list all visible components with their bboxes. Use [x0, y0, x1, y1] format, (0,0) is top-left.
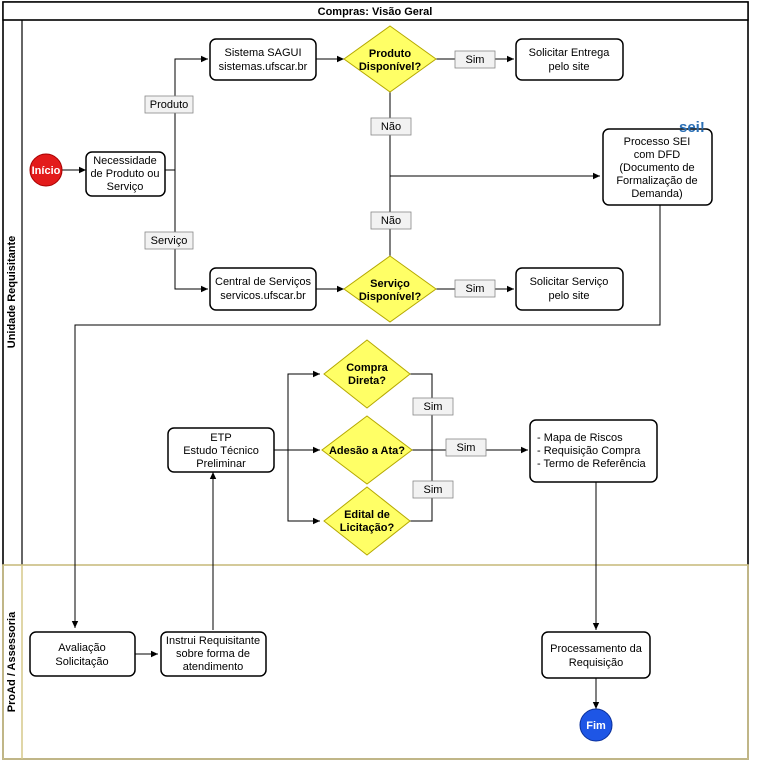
edge-label-sim-edital: Sim: [412, 480, 454, 499]
svg-text:Sistema SAGUI: Sistema SAGUI: [224, 47, 301, 59]
node-instrui: Instrui Requisitante sobre forma de aten…: [160, 631, 267, 677]
lane-proad: [2, 564, 749, 760]
edge-label-nao-servico: Não: [370, 211, 412, 230]
svg-text:- Requisição Compra: - Requisição Compra: [537, 445, 641, 457]
svg-text:de Produto ou: de Produto ou: [90, 168, 159, 180]
svg-text:Serviço: Serviço: [370, 278, 410, 290]
svg-text:Instrui Requisitante: Instrui Requisitante: [166, 635, 260, 647]
node-solicitar-entrega: Solicitar Entrega pelo site: [515, 38, 624, 81]
edge-label-sim-servico: Sim: [454, 279, 496, 298]
node-documentos: - Mapa de Riscos - Requisição Compra - T…: [529, 419, 658, 483]
node-processo-sei: Processo SEI com DFD (Documento de Forma…: [602, 128, 713, 206]
svg-text:sei!: sei!: [679, 119, 705, 136]
svg-text:pelo site: pelo site: [549, 290, 590, 302]
svg-text:Direta?: Direta?: [348, 375, 386, 387]
edge-label-sim-produto: Sim: [454, 50, 496, 69]
svg-text:Serviço: Serviço: [151, 235, 188, 247]
svg-text:Sim: Sim: [466, 54, 485, 66]
svg-text:Central de Serviços: Central de Serviços: [215, 276, 311, 288]
svg-text:Não: Não: [381, 121, 401, 133]
node-etp: ETP Estudo Técnico Preliminar: [167, 427, 275, 473]
node-necessidade: Necessidade de Produto ou Serviço: [85, 151, 166, 197]
svg-text:Solicitação: Solicitação: [55, 656, 108, 668]
start-node: Início: [29, 153, 63, 187]
svg-text:Início: Início: [32, 165, 61, 177]
svg-text:Serviço: Serviço: [107, 181, 144, 193]
svg-text:Disponível?: Disponível?: [359, 61, 422, 73]
svg-text:Sim: Sim: [424, 484, 443, 496]
svg-text:Requisição: Requisição: [569, 657, 623, 669]
svg-text:Compra: Compra: [346, 362, 388, 374]
svg-text:Disponível?: Disponível?: [359, 291, 422, 303]
lane-proad-label: ProAd / Assessoria: [6, 611, 18, 712]
node-solicitar-servico: Solicitar Serviço pelo site: [515, 267, 624, 311]
svg-text:com DFD: com DFD: [634, 149, 681, 161]
node-central-servicos: Central de Serviços servicos.ufscar.br: [209, 267, 317, 311]
svg-text:Sim: Sim: [424, 401, 443, 413]
svg-text:atendimento: atendimento: [183, 661, 244, 673]
edge-label-servico: Serviço: [144, 231, 194, 250]
svg-text:Avaliação: Avaliação: [58, 642, 106, 654]
decision-servico-disponivel: Serviço Disponível?: [343, 255, 437, 323]
svg-text:- Termo de Referência: - Termo de Referência: [537, 458, 647, 470]
svg-text:Preliminar: Preliminar: [196, 458, 246, 470]
svg-text:servicos.ufscar.br: servicos.ufscar.br: [220, 290, 306, 302]
svg-text:Estudo Técnico: Estudo Técnico: [183, 445, 259, 457]
svg-text:Processo SEI: Processo SEI: [624, 136, 691, 148]
svg-text:Produto: Produto: [369, 48, 411, 60]
svg-text:ETP: ETP: [210, 432, 231, 444]
decision-edital-licitacao: Edital de Licitação?: [323, 486, 411, 556]
lane-requisitante-label: Unidade Requisitante: [6, 236, 18, 348]
decision-adesao-ata: Adesão a Ata?: [321, 415, 413, 485]
svg-text:Não: Não: [381, 215, 401, 227]
edge-label-produto: Produto: [144, 95, 194, 114]
svg-text:Necessidade: Necessidade: [93, 155, 157, 167]
svg-text:Processamento da: Processamento da: [550, 643, 643, 655]
sei-logo: sei!: [679, 119, 705, 136]
node-avaliacao: Avaliação Solicitação: [29, 631, 136, 677]
svg-text:Edital de: Edital de: [344, 509, 390, 521]
svg-text:Sim: Sim: [466, 283, 485, 295]
svg-text:(Documento de: (Documento de: [619, 162, 694, 174]
edge-label-sim-adesao: Sim: [445, 438, 487, 457]
svg-text:Solicitar Serviço: Solicitar Serviço: [530, 276, 609, 288]
edge-label-nao-produto: Não: [370, 117, 412, 136]
svg-text:sistemas.ufscar.br: sistemas.ufscar.br: [219, 61, 308, 73]
svg-text:Sim: Sim: [457, 442, 476, 454]
svg-text:Solicitar Entrega: Solicitar Entrega: [529, 47, 611, 59]
svg-text:Demanda): Demanda): [631, 188, 682, 200]
svg-text:Formalização de: Formalização de: [616, 175, 697, 187]
svg-text:sobre forma de: sobre forma de: [176, 648, 250, 660]
pool-title: Compras: Visão Geral: [318, 6, 433, 18]
svg-text:- Mapa de Riscos: - Mapa de Riscos: [537, 432, 623, 444]
svg-text:Adesão a Ata?: Adesão a Ata?: [329, 445, 405, 457]
decision-produto-disponivel: Produto Disponível?: [343, 25, 437, 93]
decision-compra-direta: Compra Direta?: [323, 339, 411, 409]
node-processamento: Processamento da Requisição: [541, 631, 651, 679]
svg-text:pelo site: pelo site: [549, 61, 590, 73]
svg-text:Licitação?: Licitação?: [340, 522, 395, 534]
node-sagui: Sistema SAGUI sistemas.ufscar.br: [209, 38, 317, 81]
svg-text:Produto: Produto: [150, 99, 189, 111]
end-node: Fim: [579, 708, 613, 742]
edge-label-sim-compra: Sim: [412, 397, 454, 416]
svg-text:Fim: Fim: [586, 720, 606, 732]
